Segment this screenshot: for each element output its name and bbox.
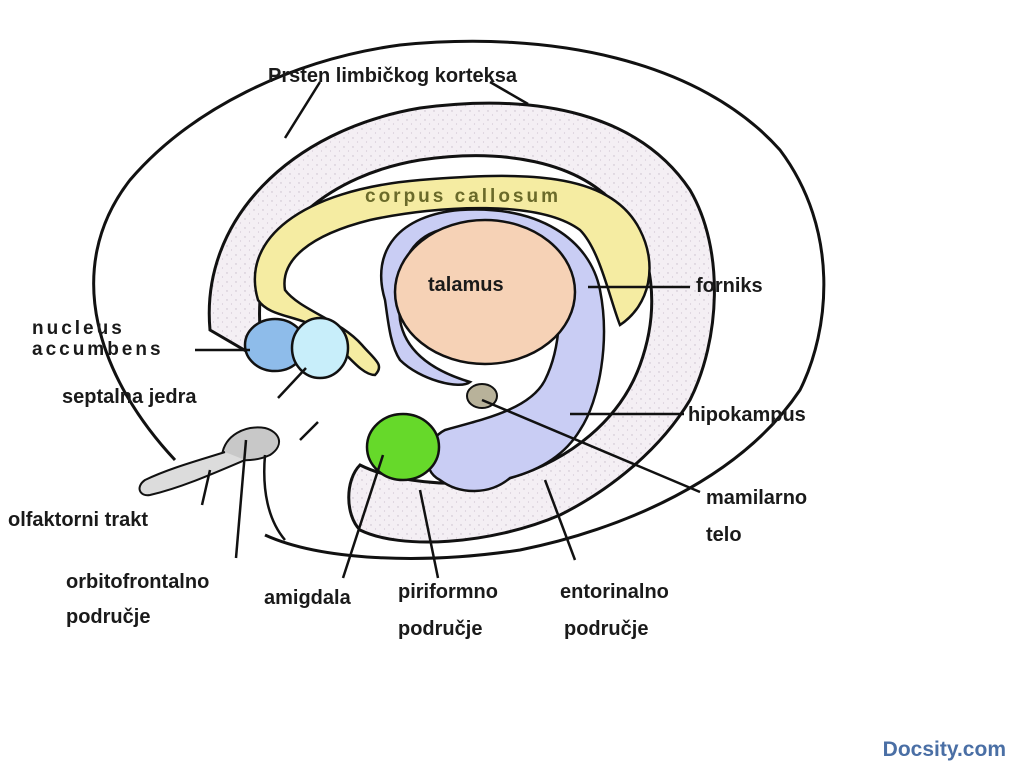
label-corpus-callosum: corpus callosum (365, 186, 561, 207)
hippocampus-fornix-shape (379, 208, 606, 493)
label-entorhinal-line2: područje (564, 618, 649, 640)
label-nucleus-line2: accumbens (32, 339, 164, 360)
label-limbic-ring: Prsten limbičkog korteksa (268, 65, 517, 87)
label-mammillary-line2: telo (706, 524, 742, 546)
label-septal-nuclei: septalna jedra (62, 386, 197, 408)
label-entorhinal-line1: entorinalno (560, 581, 669, 603)
leader-limbic-right (489, 80, 529, 106)
label-thalamus: talamus (428, 274, 504, 296)
leader-limbic-left (283, 81, 322, 139)
corpus-callosum-shape (253, 174, 651, 377)
thalamus-shape (393, 218, 577, 366)
leader-septal (277, 367, 307, 399)
label-fornix: forniks (696, 275, 763, 297)
label-piriform-line1: piriformno (398, 581, 498, 603)
leader-orbitofrontal (234, 439, 248, 559)
leader-entorhinal (543, 479, 577, 561)
olfactory-tract-shape (138, 451, 246, 497)
leader-mammillary (481, 398, 701, 494)
brain-outline (92, 39, 826, 560)
label-orbitofrontal-line1: orbitofrontalno (66, 571, 210, 593)
limbic-cortex-ring (207, 101, 716, 544)
label-mammillary-line1: mamilarno (706, 487, 808, 509)
leader-olfactory (200, 469, 212, 506)
label-piriform-line2: područje (398, 618, 483, 640)
label-hippocampus: hipokampus (688, 404, 806, 426)
septal-nuclei-shape (290, 316, 350, 380)
leader-amygdala (341, 454, 385, 579)
leader-lines (195, 80, 701, 579)
leader-piriform (418, 489, 440, 579)
label-olfactory-tract: olfaktorni trakt (8, 509, 149, 531)
label-amygdala: amigdala (264, 587, 351, 609)
watermark: Docsity.com (882, 738, 1006, 761)
amygdala-shape (365, 412, 441, 482)
label-nucleus-line1: nucleus (32, 318, 125, 339)
label-orbitofrontal-line2: područje (66, 606, 151, 628)
